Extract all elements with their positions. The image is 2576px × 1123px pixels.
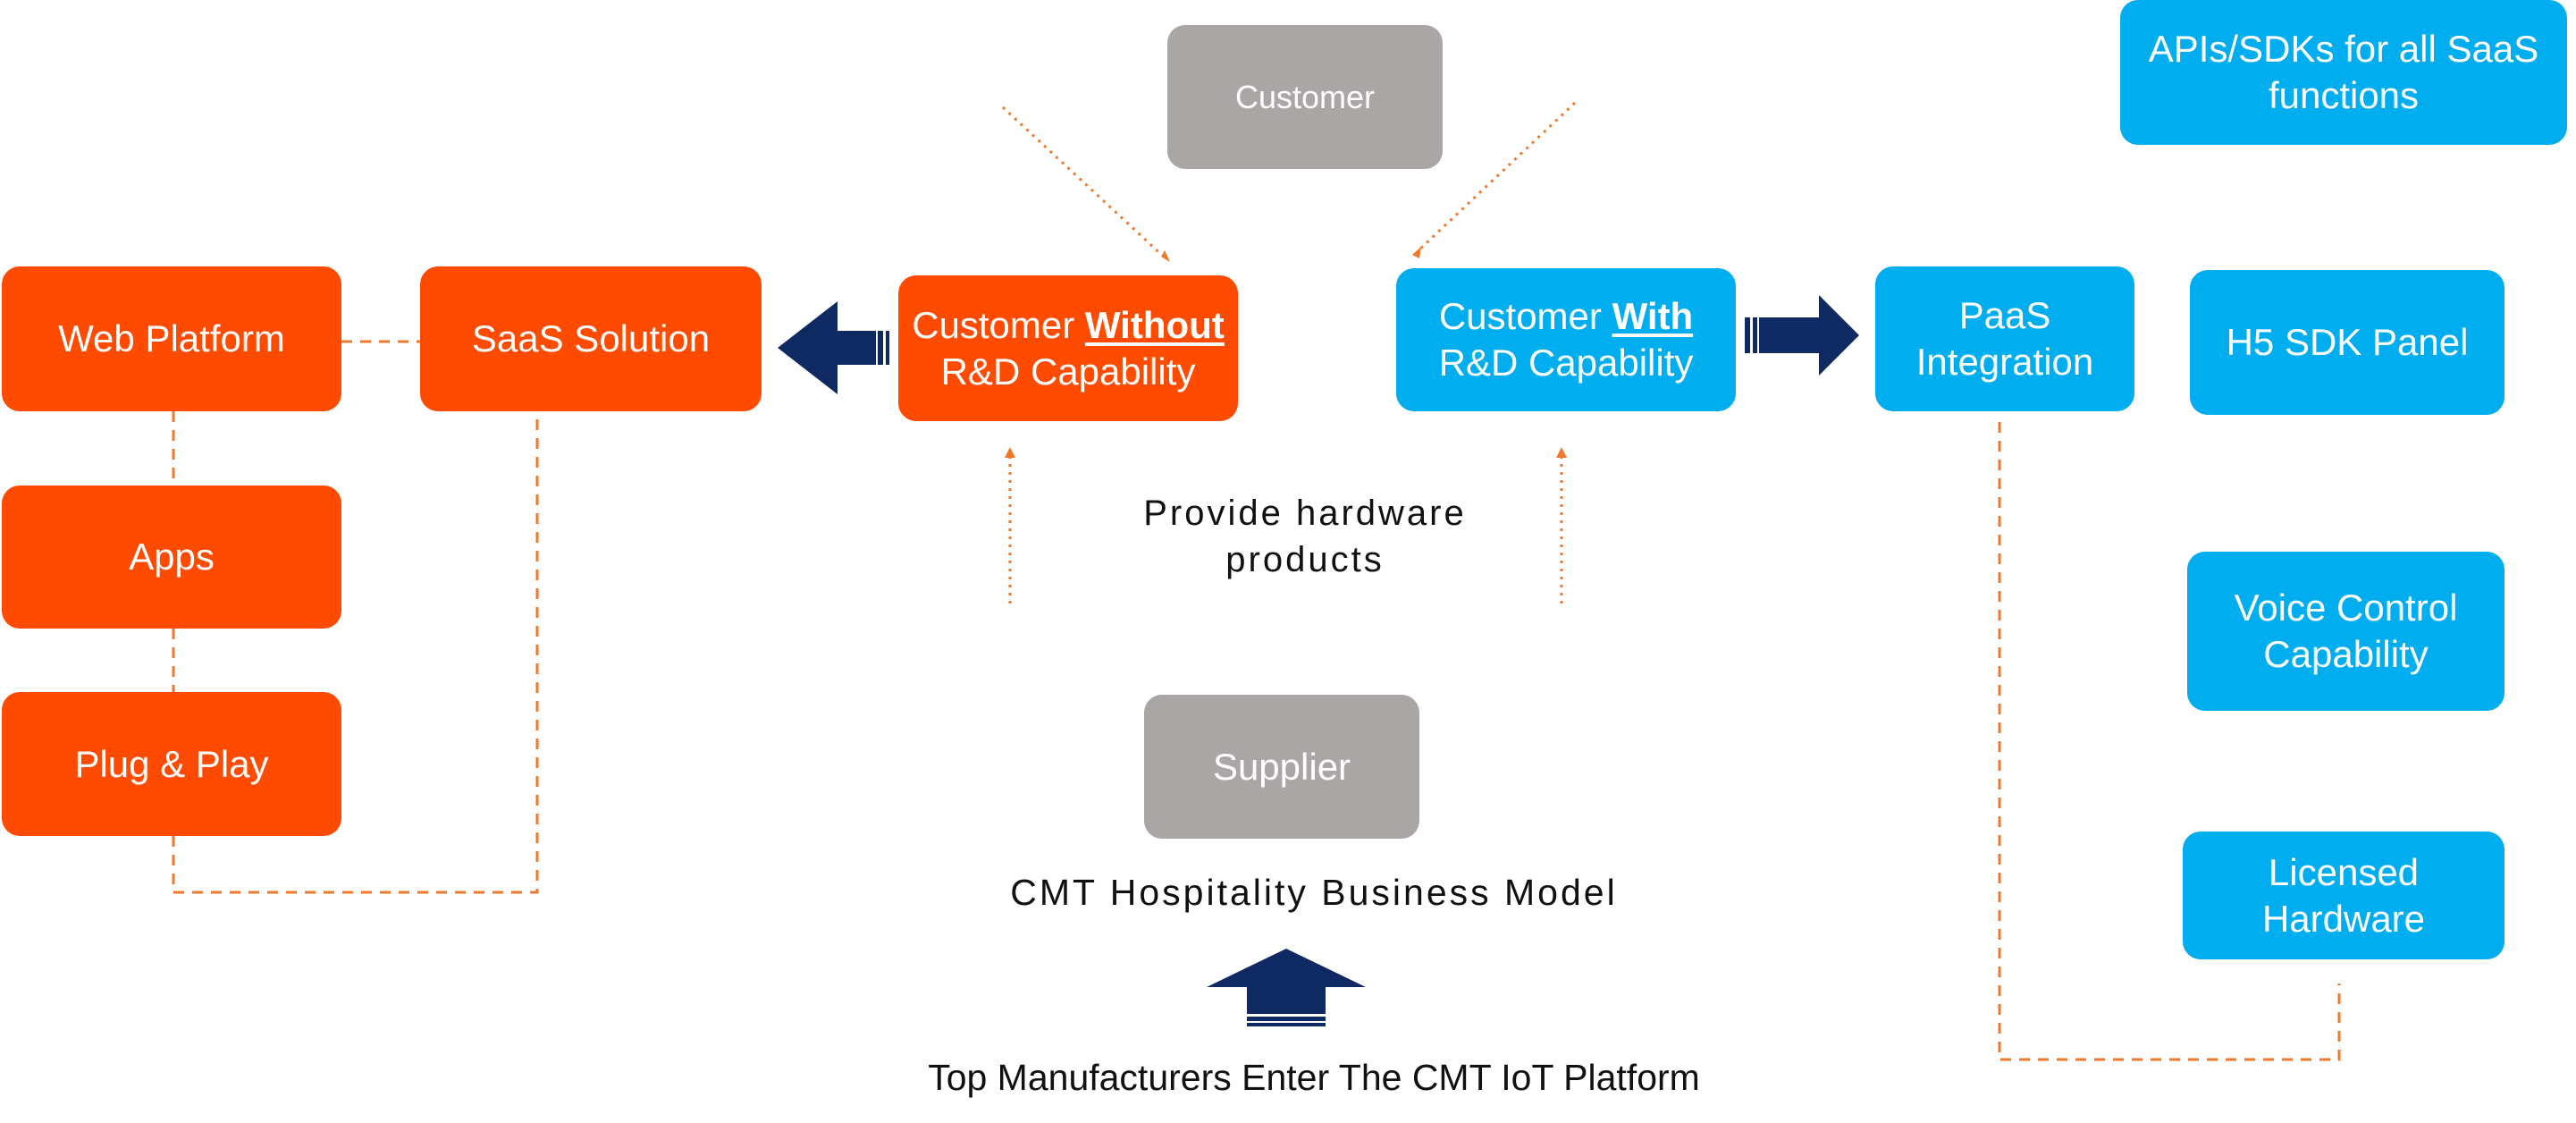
licensed-line2: Hardware (2261, 897, 2426, 940)
provide-line2: products (1225, 540, 1385, 579)
customer-with-rd-node: Customer With R&D Capability (1396, 268, 1736, 411)
licensed-line1: Licensed (2268, 850, 2420, 893)
voice-line1: Voice Control (2234, 587, 2458, 629)
bottom-caption: Top Manufacturers Enter The CMT IoT Plat… (928, 1057, 1700, 1098)
customer-to-with-arrowhead (1412, 247, 1421, 258)
customer-with-line2: R&D Capability (1438, 342, 1694, 384)
supplier-node: Supplier (1144, 695, 1419, 839)
provide-line1: Provide hardware (1143, 494, 1467, 533)
apps-node: Apps (2, 486, 341, 629)
supplier-label: Supplier (1212, 745, 1351, 788)
customer-without-emphasis: Without (1084, 303, 1225, 346)
saas-solution-label: SaaS Solution (471, 317, 711, 359)
paas-line1: PaaS (1958, 294, 2051, 336)
customer-without-line2: R&D Capability (940, 350, 1196, 393)
apps-label: Apps (129, 536, 215, 578)
apis-sdks-node: APIs/SDKs for all SaaS functions (2120, 0, 2567, 145)
customer-without-prefix: Customer (912, 303, 1085, 346)
supplier-to-without-arrowhead (1005, 447, 1015, 458)
plug-play-node: Plug & Play (2, 692, 341, 836)
business-model-caption: CMT Hospitality Business Model (1010, 872, 1618, 913)
customer-without-rd-node: Customer Without R&D Capability (898, 275, 1238, 421)
provide-hardware-caption: Provide hardware products (1055, 490, 1555, 583)
customer-with-emphasis: With (1612, 295, 1694, 337)
customer-to-without-connector (1001, 106, 1168, 261)
web-platform-label: Web Platform (58, 317, 285, 359)
plug-to-saas-connector (172, 411, 539, 894)
supplier-to-with-arrowhead (1556, 447, 1567, 458)
right-block-arrow (1745, 295, 1859, 376)
apis-line2: functions (2268, 74, 2420, 116)
voice-control-node: Voice Control Capability (2187, 552, 2504, 711)
left-block-arrow (778, 301, 889, 394)
customer-to-without-arrowhead (1161, 250, 1170, 262)
paas-line2: Integration (1915, 341, 2094, 383)
paas-to-licensed-connector (1998, 422, 2341, 1061)
apis-line1: APIs/SDKs for all SaaS (2148, 28, 2539, 70)
up-block-arrow (1207, 949, 1366, 1026)
h5-sdk-panel-node: H5 SDK Panel (2190, 270, 2504, 415)
saas-solution-node: SaaS Solution (420, 266, 762, 411)
plug-play-label: Plug & Play (74, 742, 269, 785)
h5-sdk-label: H5 SDK Panel (2226, 321, 2469, 363)
paas-integration-node: PaaS Integration (1875, 266, 2134, 411)
voice-line2: Capability (2263, 633, 2429, 675)
web-platform-node: Web Platform (2, 266, 341, 411)
customer-node: Customer (1167, 25, 1443, 169)
customer-with-prefix: Customer (1438, 295, 1612, 337)
licensed-hardware-node: Licensed Hardware (2183, 832, 2504, 959)
customer-label: Customer (1234, 78, 1376, 115)
